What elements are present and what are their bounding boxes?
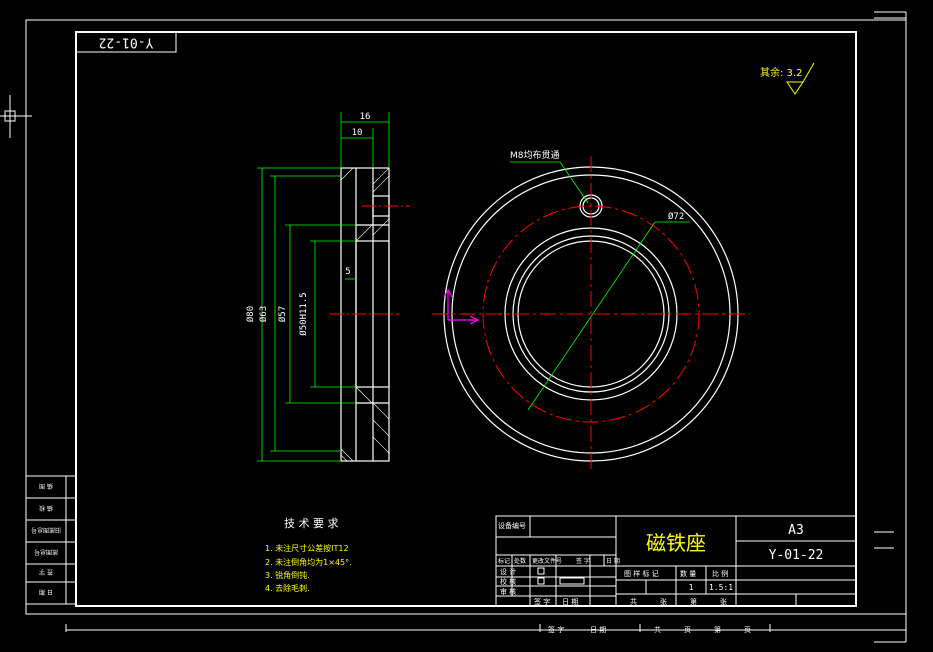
title-header-col: 图 样 标 记 xyxy=(624,569,659,578)
drawing-frame xyxy=(25,11,907,643)
tech-item: 3. 锐角倒钝. xyxy=(265,570,310,580)
dim-step-width: 10 xyxy=(352,128,363,138)
tech-requirements: 技 术 要 求 1. 未注尺寸公差按IT12 2. 未注倒角均为1×45°. 3… xyxy=(265,517,352,593)
left-strip-cell: 日 期 xyxy=(39,588,53,596)
roughness-symbol: 其余: 3.2 xyxy=(760,62,815,95)
crosshair-cursor-icon xyxy=(0,95,32,138)
bottom-strip-label: 第 xyxy=(714,625,721,634)
roughness-label: 其余: 3.2 xyxy=(760,66,802,79)
tech-title: 技 术 要 求 xyxy=(284,517,339,530)
dim-dia-63: Ø63 xyxy=(258,306,269,322)
title-row1-cell: 更改文件号 xyxy=(532,557,562,565)
title-row1-cell: 签 字 xyxy=(576,557,590,565)
bottom-strip-label: 日 期 xyxy=(590,626,606,634)
dim-outer-dia: Ø80 xyxy=(245,306,256,322)
section-view: 16 10 5 Ø80 Ø63 Ø57 Ø50H11.5 xyxy=(245,112,410,462)
outer-border xyxy=(25,19,907,615)
dim-total-width: 16 xyxy=(360,112,371,122)
tech-item: 2. 未注倒角均为1×45°. xyxy=(265,557,352,567)
title-row1-cell: 日 期 xyxy=(606,557,620,565)
bottom-strip-label: 页 xyxy=(684,626,691,634)
tech-item: 1. 未注尺寸公差按IT12 xyxy=(265,543,349,553)
sheet-label: 张 xyxy=(660,597,667,606)
bottom-strip-label: 共 xyxy=(654,625,661,634)
drawing-number-rotated: Y-01-22 xyxy=(99,35,154,50)
sheet-label: 共 xyxy=(630,597,637,606)
sheet-label: 张 xyxy=(720,597,727,606)
dim-dia-57: Ø57 xyxy=(277,306,288,322)
left-strip: 描 图 描 校 旧底图总号 底图总号 签 字 日 期 xyxy=(25,475,77,605)
ucs-arrow-icon xyxy=(443,288,480,325)
sheet-size: A3 xyxy=(788,523,804,538)
drawing-number: Y-01-22 xyxy=(769,548,824,563)
inner-border xyxy=(75,31,857,607)
title-bottom-label: 日 期 xyxy=(562,598,578,606)
title-left-label: 审 核 xyxy=(500,587,516,596)
front-view: Ø72 M8均布贯通 xyxy=(432,149,750,472)
sheet-label: 第 xyxy=(690,597,697,606)
title-left-label: 校 核 xyxy=(500,577,516,586)
scale-value: 1.5:1 xyxy=(709,583,733,592)
title-header-col: 比 例 xyxy=(712,569,728,578)
title-row1-cell: 标记 xyxy=(498,557,510,565)
left-strip-cell: 签 字 xyxy=(39,568,53,576)
bottom-strip-label: 签 字 xyxy=(548,625,564,634)
left-strip-cell: 底图总号 xyxy=(34,548,58,556)
left-strip-cell: 描 校 xyxy=(39,504,53,512)
dim-bore-depth: 5 xyxy=(345,267,350,277)
tech-item: 4. 去除毛刺. xyxy=(265,583,310,593)
title-row1-cell: 处数 xyxy=(514,557,526,565)
quantity-value: 1 xyxy=(689,583,694,592)
part-name: 磁铁座 xyxy=(646,531,706,555)
left-strip-cell: 旧底图总号 xyxy=(31,526,61,534)
bottom-strip-label: 页 xyxy=(744,626,751,634)
dim-bore-dia: Ø50H11.5 xyxy=(298,292,309,335)
title-block: 磁铁座 A3 Y-01-22 设备编号 标记 处数 更改文件号 签 字 日 期 … xyxy=(495,515,857,607)
title-bottom-label: 签 字 xyxy=(534,597,550,606)
front-hole-note: M8均布贯通 xyxy=(510,149,560,161)
design-code-label: 设备编号 xyxy=(498,521,526,530)
left-strip-cell: 描 图 xyxy=(39,482,53,490)
bottom-strip: 签 字 日 期 共 页 第 页 xyxy=(539,624,771,634)
title-left-label: 设 计 xyxy=(500,567,516,576)
drawing-number-tab: Y-01-22 xyxy=(75,31,177,53)
front-pitch-dia: Ø72 xyxy=(668,211,684,222)
title-header-col: 数 量 xyxy=(680,569,696,578)
